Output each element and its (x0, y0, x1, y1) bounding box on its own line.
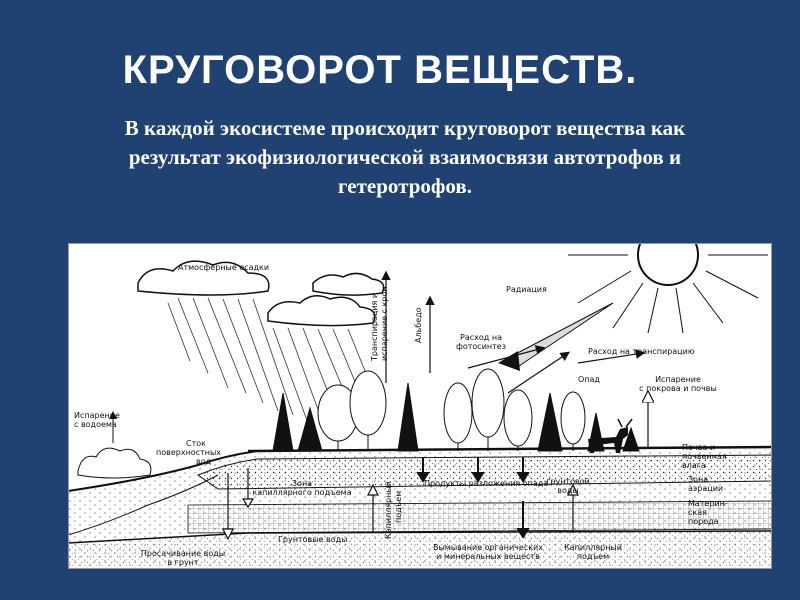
label-soil-moisture: Почва и почвенная влага (682, 443, 727, 470)
label-evaporation-water: Испарение с водоема (74, 411, 120, 429)
clouds-icon (137, 260, 385, 327)
rain-icon (167, 297, 379, 424)
label-soil-moisture-2: почвенная (682, 452, 727, 461)
label-capillary-vertical-2: подъем (394, 490, 403, 523)
label-albedo: Альбедо (414, 307, 423, 343)
label-parent-rock-3: порода (688, 517, 719, 526)
label-runoff-1: Сток (186, 439, 206, 448)
label-parent-rock: Материн- ская порода (688, 499, 728, 526)
label-evaporation-soil-2: с покрова и почвы (639, 384, 717, 393)
label-runoff-2: поверхностных (156, 448, 222, 457)
ground-layers (68, 445, 772, 569)
label-groundwater: Грунтовые воды (278, 535, 348, 544)
label-parent-rock-2: ская (688, 508, 707, 517)
label-aeration: Зона аэрации (688, 475, 723, 493)
label-evaporation-water-2: с водоема (74, 420, 117, 429)
label-soil-moisture-3: влага (682, 461, 706, 470)
label-capillary-zone: Зона капиллярного подъема (246, 479, 358, 497)
label-precipitation: Атмосферные осадки (178, 263, 270, 272)
label-capillary-rise: Капиллярный подъем (558, 543, 628, 561)
subtitle-line-1: В каждой экосистеме происходит круговоро… (124, 116, 686, 140)
label-seepage-1: Просачивание воды (140, 549, 226, 558)
label-leaching: Вымывание органических и минеральных вещ… (428, 543, 548, 561)
label-radiation: Радиация (506, 285, 547, 294)
label-litter: Опад (578, 375, 600, 384)
label-aeration-2: аэрации (688, 484, 724, 493)
label-decomposition-groundwater: грунтовой воды (538, 477, 598, 495)
label-capillary-zone-2: капиллярного подъема (252, 488, 352, 497)
label-parent-rock-1: Материн- (688, 499, 728, 508)
label-capillary-rise-1: Капиллярный (564, 543, 622, 552)
label-aeration-1: Зона (688, 475, 709, 484)
label-runoff-3: вод (196, 457, 212, 466)
label-transpiration-1: Транспирация и (370, 292, 379, 361)
label-photosynthesis-2: фотосинтез (456, 342, 506, 351)
subtitle-line-2: результат экофизиологической взаимосвязи… (128, 145, 682, 169)
slide-title: КРУГОВОРОТ ВЕЩЕСТВ. (122, 48, 638, 92)
label-photosynthesis: Расход на фотосинтез (446, 333, 516, 351)
label-seepage-2: в грунт (167, 558, 199, 567)
label-runoff: Сток поверхностных вод (156, 439, 221, 466)
flow-arrows (381, 270, 648, 448)
label-decomposition-1: Продукты разложения опада (424, 479, 549, 488)
label-seepage: Просачивание воды в грунт (128, 549, 238, 567)
label-capillary-rise-2: подъем (576, 552, 610, 561)
label-photosynthesis-1: Расход на (460, 333, 502, 342)
label-evaporation-soil-1: Испарение (655, 375, 701, 384)
label-soil-moisture-1: Почва и (682, 443, 715, 452)
label-capillary-vertical-1: Капиллярный (384, 481, 393, 539)
label-transpiration-use: Расход на транспирацию (588, 347, 695, 356)
label-evaporation-soil: Испарение с покрова и почвы (623, 375, 733, 393)
subtitle-line-3: гетеротрофов. (338, 174, 472, 198)
water-cycle-diagram: Атмосферные осадки Транспирация и испаре… (68, 243, 772, 569)
evaporation-cloud (77, 411, 152, 479)
forest-trees (272, 368, 640, 452)
moose-icon (588, 418, 633, 453)
label-decomposition-3: воды (557, 486, 579, 495)
sun-icon (568, 243, 768, 334)
slide-subtitle: В каждой экосистеме происходит круговоро… (40, 114, 770, 201)
soil-arrows (222, 457, 579, 541)
label-leaching-1: Вымывание органических (433, 543, 543, 552)
label-capillary-zone-1: Зона (291, 479, 313, 488)
label-evaporation-water-1: Испарение (74, 411, 120, 420)
label-decomposition-2: грунтовой (546, 477, 590, 486)
diagram-drawing (68, 243, 772, 569)
label-leaching-2: и минеральных веществ (436, 552, 540, 561)
label-transpiration-2: испарение с крон (380, 286, 389, 361)
